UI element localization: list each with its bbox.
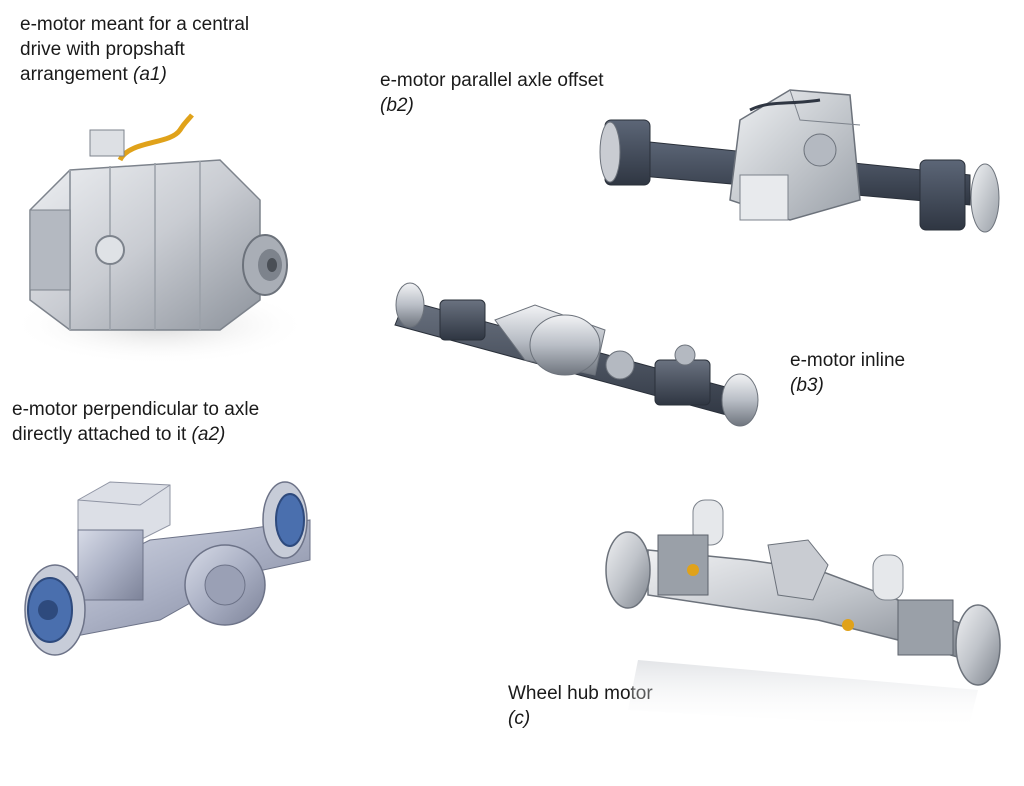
caption-a1-line-2: drive with propshaft xyxy=(20,39,185,60)
parallel-axle-offset-image xyxy=(599,89,1000,233)
caption-c-tag: (c) xyxy=(508,708,531,729)
caption-b2: e-motor parallel axle offset (b2) xyxy=(380,68,604,118)
caption-b2-line-1: e-motor parallel axle offset xyxy=(380,70,604,91)
caption-a2-tag: (a2) xyxy=(191,424,226,445)
caption-a2-line-2: directly attached to it xyxy=(12,424,192,445)
caption-c-line-1: Wheel hub motor xyxy=(508,683,653,704)
caption-b2-tag: (b2) xyxy=(380,95,414,116)
central-drive-emotor-image xyxy=(10,113,310,365)
caption-b3-line-1: e-motor inline xyxy=(790,350,906,371)
caption-a1-line-3: arrangement xyxy=(20,64,134,85)
caption-a2: e-motor perpendicular to axle directly a… xyxy=(12,397,259,447)
caption-a1-line-1: e-motor meant for a central xyxy=(20,14,250,35)
caption-a1: e-motor meant for a central drive with p… xyxy=(20,12,249,87)
caption-c: Wheel hub motor (c) xyxy=(508,681,653,731)
caption-b3: e-motor inline (b3) xyxy=(790,348,905,398)
inline-emotor-image xyxy=(394,282,759,427)
caption-b3-tag: (b3) xyxy=(790,375,824,396)
caption-a1-tag: (a1) xyxy=(133,64,167,85)
wheel-hub-motor-image xyxy=(605,499,1001,730)
perpendicular-axle-emotor-image xyxy=(24,481,311,656)
caption-a2-line-1: e-motor perpendicular to axle xyxy=(12,399,260,420)
